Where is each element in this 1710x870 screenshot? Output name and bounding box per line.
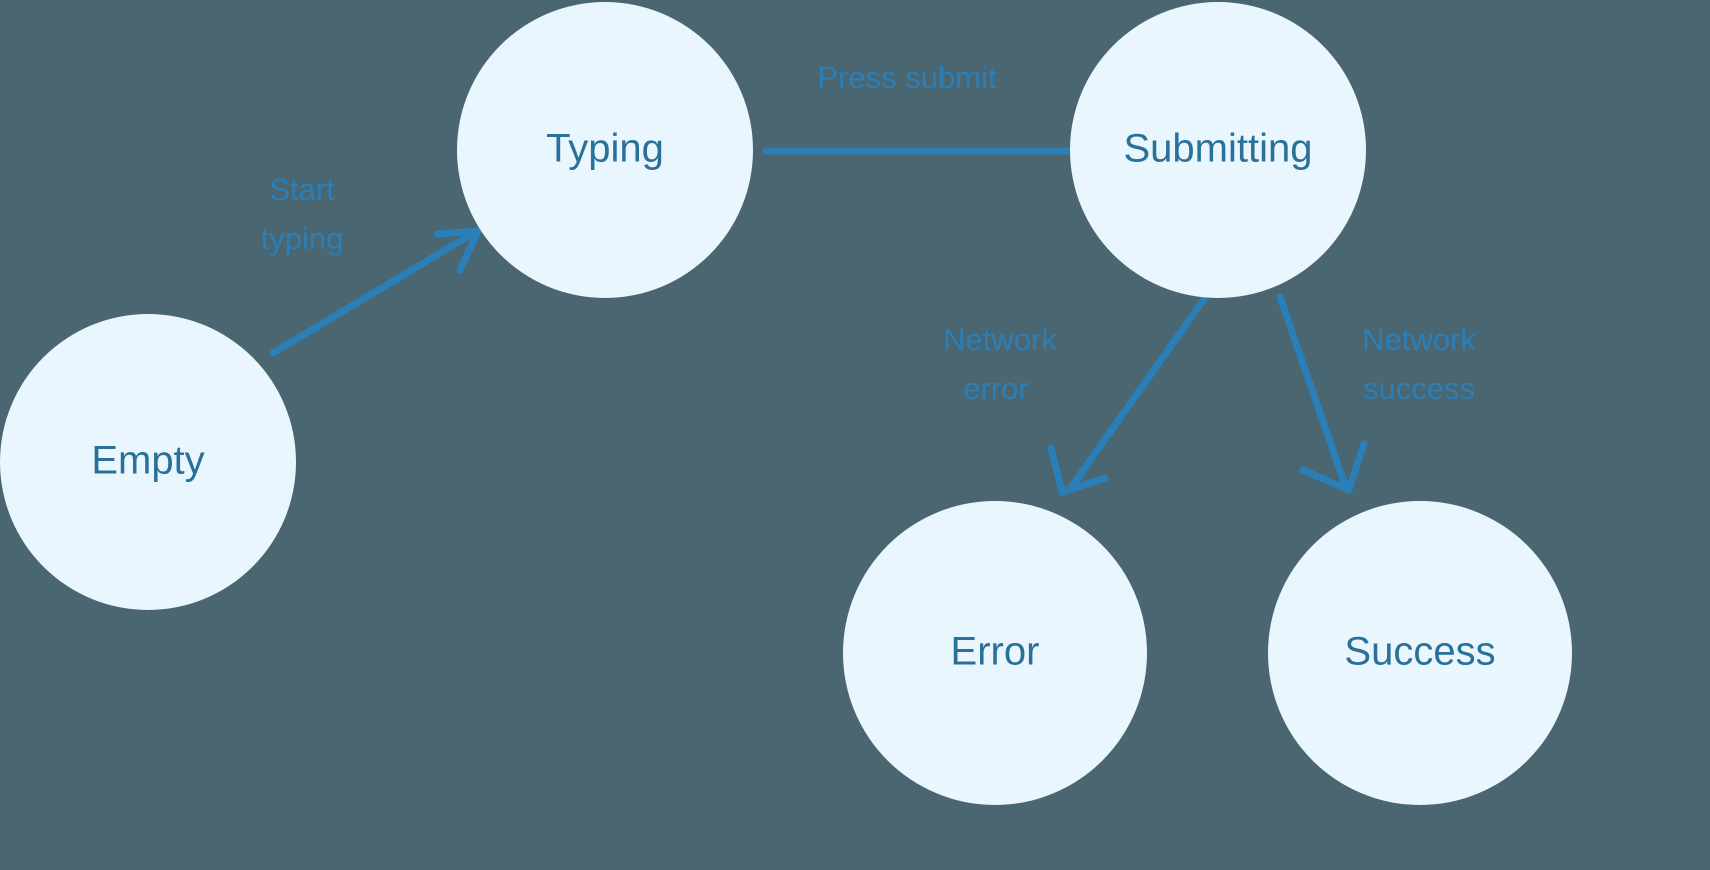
state-node-submitting-circle (1070, 2, 1366, 298)
edge-line-submitting-to-success (1276, 293, 1349, 489)
arrowhead-submitting-to-success (1299, 440, 1368, 494)
state-node-empty-circle (0, 314, 296, 610)
edge-submitting-to-error[interactable] (1047, 295, 1208, 496)
state-node-error-label: Error (951, 630, 1040, 674)
edge-label-submitting-to-error-line1: Network (943, 322, 1057, 357)
edge-label-submitting-to-error-line2: error (963, 371, 1028, 406)
arrowhead-empty-to-typing (433, 227, 482, 274)
state-node-empty[interactable]: Empty (0, 314, 296, 610)
edge-label-empty-to-typing: Start typing (261, 172, 344, 256)
edge-line-submitting-to-error (1066, 295, 1208, 493)
edge-label-submitting-to-success-line2: success (1363, 371, 1475, 406)
edge-label-empty-to-typing-line1: Start (269, 172, 335, 207)
edge-label-typing-to-submitting: Press submit (817, 60, 997, 95)
state-node-typing[interactable]: Typing (457, 2, 753, 298)
state-node-empty-label: Empty (91, 439, 204, 483)
edge-label-empty-to-typing-line2: typing (261, 221, 344, 256)
edge-label-submitting-to-error: Network error (943, 322, 1057, 406)
state-node-success-label: Success (1344, 630, 1495, 674)
state-node-success[interactable]: Success (1268, 501, 1572, 805)
edge-label-submitting-to-success: Network success (1362, 322, 1476, 406)
state-node-error[interactable]: Error (843, 501, 1147, 805)
arrowhead-submitting-to-error (1047, 444, 1109, 496)
edge-label-submitting-to-success-line1: Network (1362, 322, 1476, 357)
state-node-success-circle (1268, 501, 1572, 805)
edge-submitting-to-success[interactable] (1276, 293, 1368, 494)
edge-label-typing-to-submitting-line1: Press submit (817, 60, 997, 95)
state-node-submitting-label: Submitting (1124, 127, 1313, 171)
state-node-typing-circle (457, 2, 753, 298)
state-node-typing-label: Typing (546, 127, 664, 171)
state-node-error-circle (843, 501, 1147, 805)
state-node-submitting[interactable]: Submitting (1070, 2, 1366, 298)
edge-line-empty-to-typing (269, 230, 476, 357)
edge-empty-to-typing[interactable] (269, 227, 482, 357)
